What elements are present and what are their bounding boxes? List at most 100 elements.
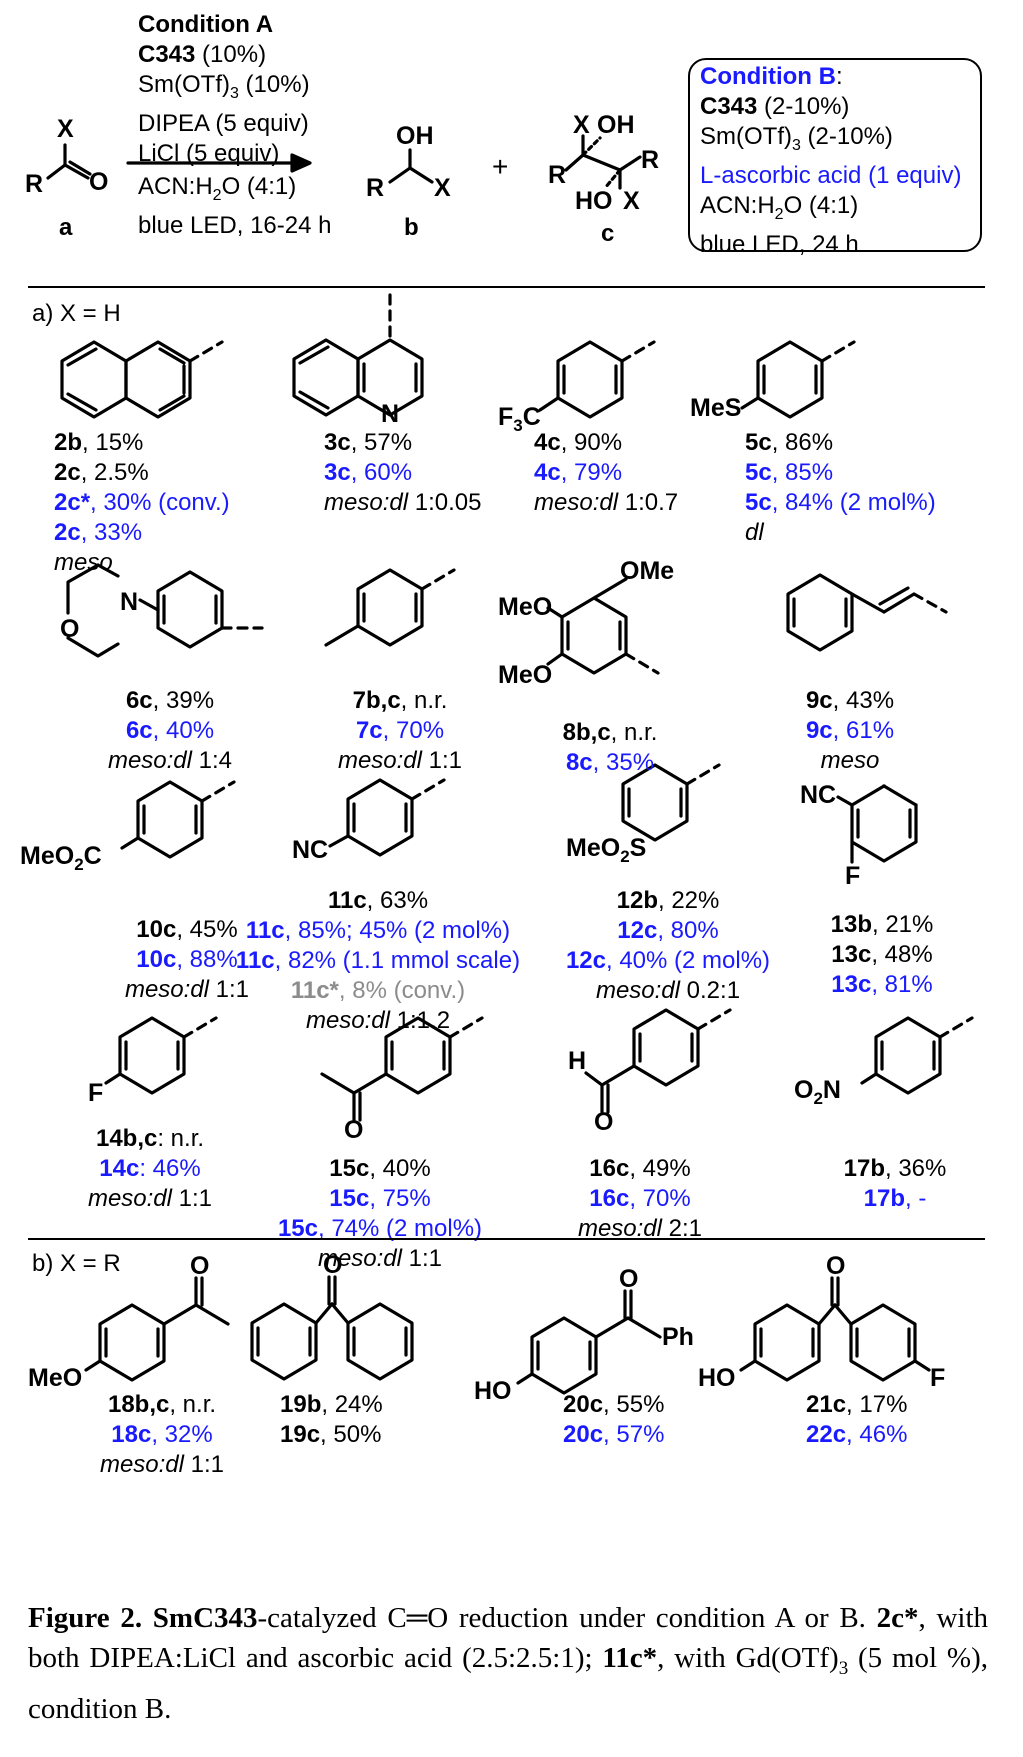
- atom-o: O: [594, 1108, 614, 1136]
- structures-svg: [60, 293, 974, 1395]
- compound-20-caption: 20c, 55% 20c, 57%: [563, 1390, 664, 1450]
- compound-line: 22c, 46%: [806, 1421, 908, 1448]
- compound-11-caption: 11c, 63% 11c, 85%; 45% (2 mol%) 11c, 82%…: [228, 886, 528, 1036]
- caption-text: (5 mol %), condition B.: [28, 1642, 988, 1725]
- reactant-a-structure: [46, 134, 642, 190]
- substituent-nc: NC: [800, 781, 837, 809]
- compound-line: meso:dl 2:1: [577, 1215, 703, 1242]
- atom-r: R: [25, 170, 44, 198]
- atom-n: N: [120, 588, 139, 616]
- atom-oh: OH: [396, 122, 434, 150]
- compound-13-caption: 13b, 21% 13c, 48% 13c, 81%: [812, 910, 952, 1000]
- compound-10-caption: 10c, 45% 10c, 88% meso:dl 1:1: [112, 915, 262, 1005]
- condition-b-box: [688, 58, 982, 252]
- compound-line: 5c, 85%: [745, 459, 834, 486]
- compound-line: 21c, 17%: [806, 1391, 908, 1418]
- atom-o: O: [826, 1252, 846, 1280]
- compound-line: 3c, 57%: [324, 429, 413, 456]
- label-a: a: [59, 214, 73, 241]
- compound-12-caption: 12b, 22% 12c, 80% 12c, 40% (2 mol%) meso…: [548, 886, 788, 1006]
- compound-line: 15c, 74% (2 mol%): [277, 1215, 483, 1242]
- compound-line: meso:dl 0.2:1: [595, 977, 741, 1004]
- compound-line: 9c, 61%: [805, 717, 895, 744]
- naphthyl-structure: [60, 340, 224, 419]
- compound-line: 17b, 36%: [843, 1155, 947, 1182]
- label-b: b: [404, 214, 419, 241]
- sulfone-phenyl-structure: [621, 763, 721, 842]
- atom-r: R: [641, 146, 660, 174]
- compound-line: 11c, 82% (1.1 mmol scale): [235, 947, 521, 974]
- compound-line: 6c, 39%: [125, 687, 215, 714]
- condition-a-title: Condition A: [138, 11, 274, 38]
- compound-14-caption: 14b,c: n.r. 14c: 46% meso:dl 1:1: [60, 1124, 240, 1214]
- divider-middle: [28, 1238, 985, 1240]
- styryl-structure: [786, 573, 948, 652]
- compound-19-caption: 19b, 24% 19c, 50%: [280, 1390, 383, 1450]
- compound-line: 15c, 40%: [329, 1155, 431, 1182]
- compound-line: 13b, 21%: [830, 911, 934, 938]
- fluoro-phenyl-structure: [104, 1016, 218, 1095]
- substituent-mes: MeS: [690, 394, 742, 422]
- compound-line: 12c, 80%: [617, 917, 719, 944]
- atom-r: R: [366, 174, 385, 202]
- cnf-phenyl-structure: [836, 784, 918, 864]
- plus-sign: +: [492, 151, 509, 182]
- compound-line: 8b,c, n.r.: [562, 719, 658, 746]
- compound-line: 20c, 55%: [563, 1391, 665, 1418]
- compound-line: 19c, 50%: [280, 1421, 382, 1448]
- substituent-f: F: [845, 862, 861, 890]
- condition-a-line-3: DIPEA (5 equiv): [138, 109, 309, 137]
- hydroxyfluorobenzophenone-structure: [739, 1276, 931, 1382]
- compound-3-caption: 3c, 57% 3c, 60% meso:dl 1:0.05: [324, 428, 481, 518]
- compound-line: 17b, -: [863, 1185, 927, 1212]
- nitro-phenyl-structure: [860, 1016, 974, 1095]
- compound-line: 9c, 43%: [805, 687, 895, 714]
- condition-a-light: blue LED, 16-24 h: [138, 211, 332, 239]
- label-c: c: [601, 220, 615, 247]
- compound-line: meso:dl 1:1: [99, 1451, 225, 1478]
- compound-line: 11c*, 8% (conv.): [290, 977, 466, 1004]
- caption-bold: 11c*: [602, 1642, 658, 1674]
- atom-x: X: [573, 111, 590, 139]
- substituent-ome: OMe: [620, 557, 675, 585]
- atom-o: O: [619, 1265, 639, 1293]
- compound-line: 12c, 40% (2 mol%): [565, 947, 771, 974]
- substituent-ho: HO: [698, 1364, 736, 1392]
- caption-bold: SmC343: [152, 1602, 258, 1634]
- condition-a-solvent: ACN:H2O (4:1): [138, 173, 297, 204]
- compound-line: meso:dl 1:1: [124, 976, 250, 1003]
- atom-o: O: [323, 1251, 343, 1279]
- compound-line: 19b, 24%: [280, 1391, 383, 1418]
- compound-line: 18c, 32%: [111, 1421, 213, 1448]
- compound-line: 13c, 48%: [831, 941, 933, 968]
- divider-top: [28, 286, 985, 288]
- compound-line: 10c, 88%: [136, 946, 238, 973]
- compound-line: 2b, 15%: [54, 429, 144, 456]
- compound-6-caption: 6c, 39% 6c, 40% meso:dl 1:4: [60, 686, 280, 776]
- compound-line: 20c, 57%: [563, 1421, 665, 1448]
- compound-line: 18b,c, n.r.: [107, 1391, 217, 1418]
- compound-line: meso: [820, 747, 880, 774]
- atom-x: X: [57, 115, 74, 143]
- compound-line: meso:dl 1:1: [87, 1185, 213, 1212]
- atom-o: O: [344, 1116, 364, 1144]
- condition-a-block: Condition A C343 (10%) Sm(OTf)3 (10%) DI…: [138, 10, 310, 169]
- compound-18-caption: 18b,c, n.r. 18c, 32% meso:dl 1:1: [82, 1390, 242, 1480]
- condition-b-line-2: Sm(OTf)3 (2-10%): [700, 123, 893, 154]
- section-a-label: a) X = H: [32, 300, 121, 327]
- section-b-label: b) X = R: [32, 1250, 121, 1277]
- atom-x: X: [623, 187, 640, 215]
- substituent-f: F: [88, 1079, 104, 1107]
- trimethoxy-structure: [546, 577, 660, 675]
- compound-line: dl: [745, 519, 764, 546]
- substituent-meo: MeO: [498, 661, 553, 689]
- atom-o: O: [60, 615, 80, 643]
- benzophenone-structure: [250, 1275, 414, 1381]
- condition-b-line-5: blue LED, 24 h: [700, 230, 859, 258]
- compound-9-caption: 9c, 43% 9c, 61% meso: [780, 686, 920, 776]
- atom-r: R: [548, 161, 567, 189]
- compound-line: 4c, 79%: [534, 459, 623, 486]
- cf3-phenyl-structure: [538, 340, 656, 419]
- compound-line: 11c, 85%; 45% (2 mol%): [245, 917, 511, 944]
- compound-21-caption: 21c, 17% 22c, 46%: [806, 1390, 907, 1450]
